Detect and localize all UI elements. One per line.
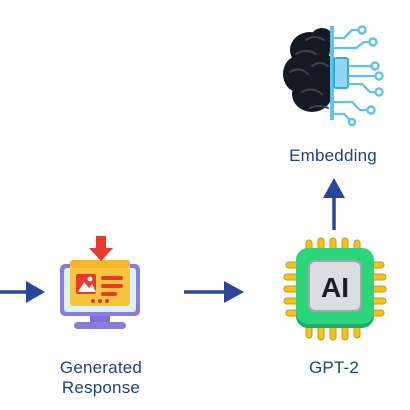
generated-response-label-line2: Response [61, 378, 141, 397]
embedding-label: Embedding [289, 146, 377, 165]
arrow-into-generated-response [0, 281, 45, 303]
generated-response-label: Generated Response [46, 358, 156, 398]
ai-chip-icon: AI [283, 237, 387, 341]
gpt2-label: GPT-2 [308, 358, 360, 377]
arrow-gpt2-to-embedding [323, 178, 345, 230]
arrow-response-to-gpt2 [184, 281, 244, 303]
chip-text: AI [321, 272, 349, 303]
brain-chip-icon [283, 25, 384, 127]
monitor-document-icon [60, 236, 140, 329]
generated-response-label-line1: Generated [59, 358, 143, 377]
